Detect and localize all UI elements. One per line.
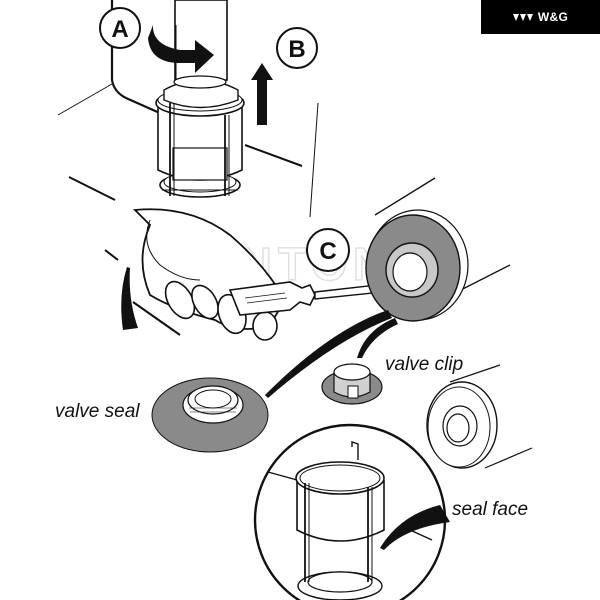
inlet-pipe-end [426,364,533,469]
hand-with-screwdriver [104,208,413,341]
brand-logo-icon [512,13,533,21]
inlet-pipe-with-seal [365,177,511,322]
pointer-arrow-to-valve-clip [357,318,398,358]
callout-c: C [306,228,350,272]
callout-c-letter: C [319,238,336,265]
seal-face-detail-circle [253,423,447,600]
label-valve-clip: valve clip [385,354,463,375]
valve-clip-part [321,363,383,405]
pointer-arrow-to-valve-seal [265,310,392,398]
flush-valve-top [155,0,245,198]
pointer-arrow-to-seal-face [380,505,450,550]
pry-arrow-icon [121,267,138,330]
callout-b-letter: B [288,36,305,63]
brand-badge: W&G [481,0,600,34]
brand-name: W&G [537,10,569,24]
label-seal-face: seal face [452,499,528,520]
callout-b: B [276,27,318,69]
callout-a-letter: A [111,16,128,43]
rotate-arrow-icon [148,25,214,73]
cistern-outline [57,0,319,218]
lift-arrow-icon [251,63,273,125]
callout-a: A [99,7,141,49]
label-valve-seal: valve seal [55,401,140,422]
valve-seal-part [151,377,269,453]
